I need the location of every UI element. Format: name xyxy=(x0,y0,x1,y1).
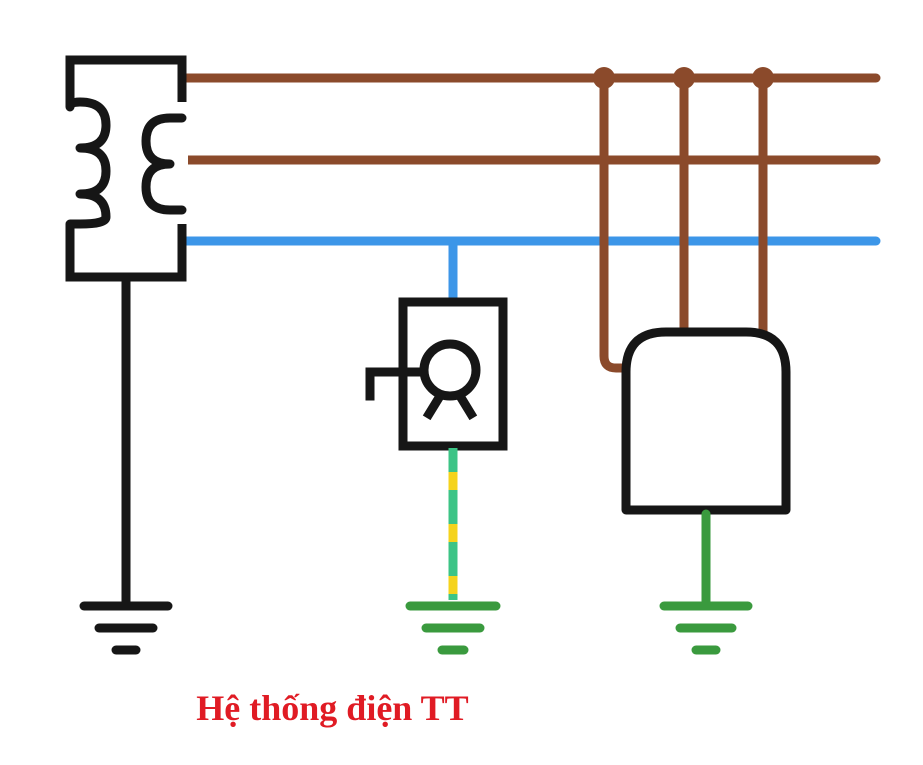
transformer xyxy=(64,55,188,282)
socket-foot-right xyxy=(453,389,478,421)
equipment-phase-drop-1 xyxy=(599,73,631,373)
primary-winding xyxy=(65,97,111,229)
junction-dot-1 xyxy=(593,67,615,89)
socket-foot-left xyxy=(422,389,447,421)
junction-dot-3 xyxy=(752,67,774,89)
diagram-caption: Hệ thống điện TT xyxy=(196,688,469,728)
single-phase-load xyxy=(365,241,508,451)
junction-dot-2 xyxy=(673,67,695,89)
supply-lines xyxy=(180,73,881,246)
three-phase-load xyxy=(593,67,791,515)
source-earth xyxy=(79,273,173,655)
equipment-enclosure xyxy=(621,327,791,515)
socket-lead xyxy=(365,367,429,401)
secondary-winding xyxy=(141,113,187,215)
equipment-earth xyxy=(659,509,753,655)
socket-earth xyxy=(405,448,501,655)
